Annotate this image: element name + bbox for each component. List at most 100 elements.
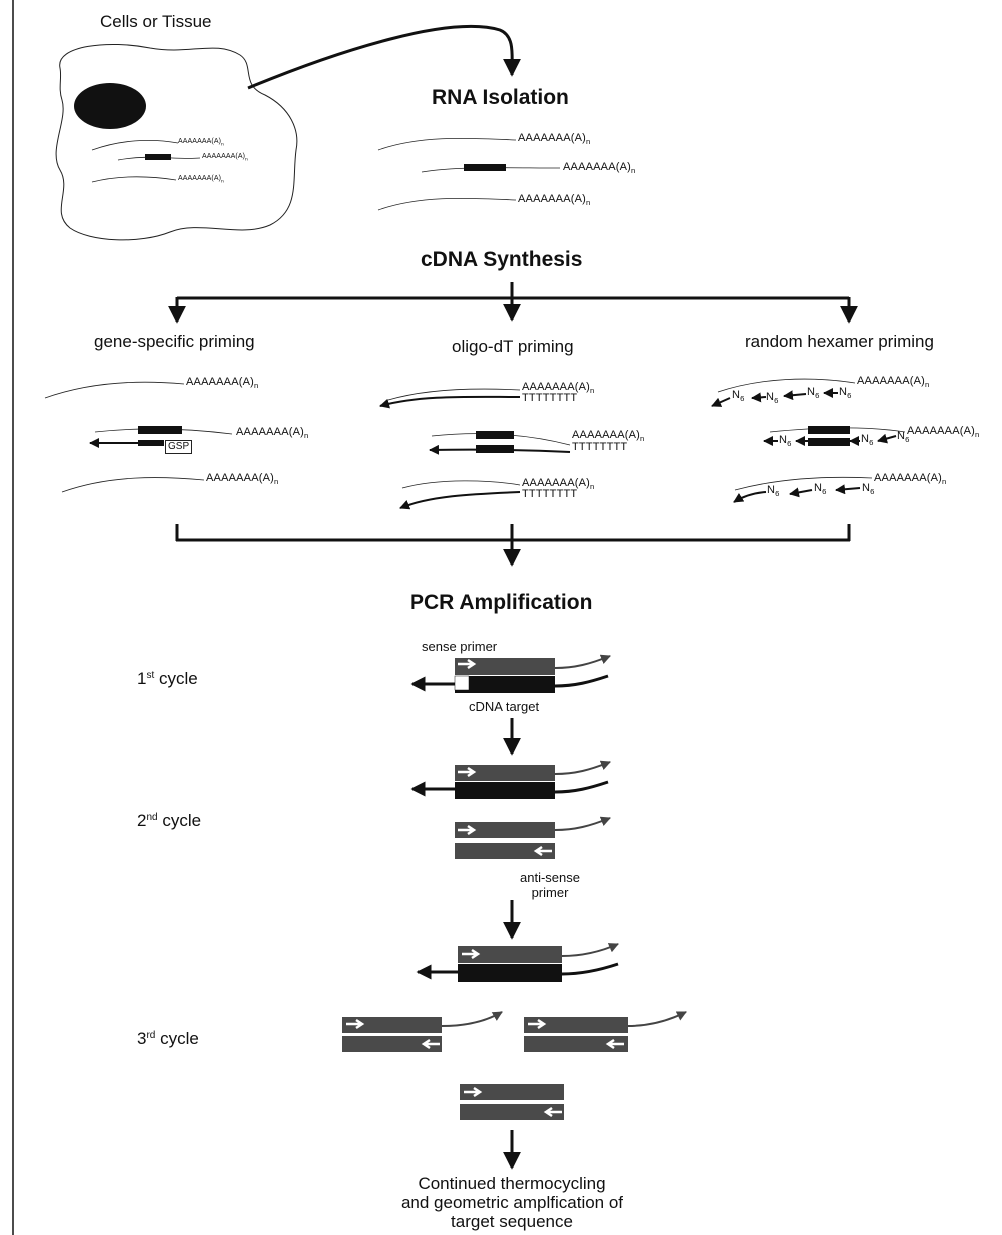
odt-cdna-1 xyxy=(379,395,521,409)
n6-3b: N6 xyxy=(814,482,827,496)
cell-mrna-3 xyxy=(91,176,177,183)
n6-2c-sub: 6 xyxy=(905,435,910,445)
cycle-1-sup: st xyxy=(146,670,155,681)
rh-polya-2-sub: n xyxy=(975,430,980,440)
n6-2c-text: N xyxy=(897,430,906,442)
cycle-1-num: 1 xyxy=(137,669,147,688)
pcr-cycle3-duplex-center xyxy=(416,943,619,982)
n6-1d-text: N xyxy=(839,386,848,398)
odt-polya-1-sub: n xyxy=(590,386,595,396)
rh-polya-2-text: AAAAAAA(A) xyxy=(907,425,976,437)
oligo-dt-label: oligo-dT priming xyxy=(452,337,574,356)
rh-polya-3-text: AAAAAAA(A) xyxy=(874,472,943,484)
arrow-cell-to-rna xyxy=(247,24,522,90)
rna-polya-1: AAAAAAA(A)n xyxy=(518,132,591,146)
rh-polya-3-sub: n xyxy=(942,477,947,487)
rh-polya-1: AAAAAAA(A)n xyxy=(857,375,930,389)
antisense-line1: anti-sense xyxy=(520,870,580,885)
cycle-3-label: 3rd cycle xyxy=(137,1029,199,1049)
rh-cdna-segment xyxy=(808,438,850,446)
n6-2b-sub: 6 xyxy=(869,438,874,448)
conclusion-line3: target sequence xyxy=(451,1212,573,1231)
odt-polya-3-text: AAAAAAA(A) xyxy=(522,477,591,489)
odt-polya-1-text: AAAAAAA(A) xyxy=(522,381,591,393)
cell-mrna-1 xyxy=(91,140,179,151)
gsp-primer-box: GSP xyxy=(165,440,193,454)
n6-1b-sub: 6 xyxy=(774,396,779,406)
rh-polya-1-sub: n xyxy=(925,380,930,390)
rh-target-segment xyxy=(808,426,850,434)
cells-tissue-label: Cells or Tissue xyxy=(100,12,212,31)
gsp-polya-2-sub: n xyxy=(304,431,309,441)
cycle-3-num: 3 xyxy=(137,1029,147,1048)
cell-polya-3: AAAAAAA(A)n xyxy=(178,175,224,184)
n6-2a-sub: 6 xyxy=(787,439,792,449)
n6-3a-sub: 6 xyxy=(775,489,780,499)
gsp-polya-1-text: AAAAAAA(A) xyxy=(186,376,255,388)
rna-polya-1-sub: n xyxy=(586,137,591,147)
conclusion-text: Continued thermocycling and geometric am… xyxy=(362,1174,662,1231)
odt-tttt-1: TTTTTTTT xyxy=(522,392,578,404)
conclusion-line2: and geometric amplfication of xyxy=(400,1193,624,1212)
rna-polya-2: AAAAAAA(A)n xyxy=(563,161,636,175)
odt-polya-3: AAAAAAA(A)n xyxy=(522,477,595,491)
n6-2b-text: N xyxy=(861,433,870,445)
cell-polya-1-sub: n xyxy=(221,142,224,148)
n6-1b: N6 xyxy=(766,391,779,405)
odt-polya-2-text: AAAAAAA(A) xyxy=(572,429,641,441)
odt-polya-1: AAAAAAA(A)n xyxy=(522,381,595,395)
odt-cdna-3 xyxy=(399,491,521,510)
n6-2a: N6 xyxy=(779,434,792,448)
rh-polya-1-text: AAAAAAA(A) xyxy=(857,375,926,387)
gsp-mrna-1 xyxy=(44,381,185,399)
gsp-polya-1: AAAAAAA(A)n xyxy=(186,376,259,390)
cell-outline xyxy=(55,43,298,241)
pcr-cycle3-duplex-right xyxy=(524,1011,687,1052)
pcr-heading: PCR Amplification xyxy=(410,591,593,614)
rh-arrow-3c xyxy=(835,484,861,495)
gsp-polya-1-sub: n xyxy=(254,381,259,391)
n6-3c: N6 xyxy=(862,482,875,496)
sense-primer-label: sense primer xyxy=(422,639,498,654)
odt-polya-2-sub: n xyxy=(640,434,645,444)
rh-mrna-1 xyxy=(717,378,856,393)
antisense-primer-label: anti-sense primer xyxy=(510,870,590,900)
gsp-mrna-3 xyxy=(61,477,205,493)
n6-2a-text: N xyxy=(779,434,788,446)
odt-cdna-2 xyxy=(429,444,571,455)
odt-tttt-2: TTTTTTTT xyxy=(572,441,628,453)
gsp-polya-3-sub: n xyxy=(274,477,279,487)
odt-polya-2: AAAAAAA(A)n xyxy=(572,429,645,443)
rh-polya-3: AAAAAAA(A)n xyxy=(874,472,947,486)
odt-polya-3-sub: n xyxy=(590,482,595,492)
gene-specific-label: gene-specific priming xyxy=(94,332,255,351)
cycle-1-word: cycle xyxy=(154,669,198,688)
rna-polya-2-text: AAAAAAA(A) xyxy=(563,161,632,173)
rna-mrna-3 xyxy=(377,197,517,211)
odt-target-segment xyxy=(476,431,514,439)
rna-target-segment xyxy=(464,164,506,171)
gsp-polya-2-text: AAAAAAA(A) xyxy=(236,426,305,438)
nucleus xyxy=(74,83,146,129)
antisense-line2: primer xyxy=(531,885,569,900)
rna-polya-3-text: AAAAAAA(A) xyxy=(518,193,587,205)
rna-isolation-heading: RNA Isolation xyxy=(432,86,569,109)
odt-tttt-3: TTTTTTTT xyxy=(522,488,578,500)
cell-target-segment xyxy=(145,154,171,160)
gsp-polya-2: AAAAAAA(A)n xyxy=(236,426,309,440)
rna-mrna-1 xyxy=(377,137,517,151)
n6-1a: N6 xyxy=(732,389,745,403)
n6-1b-text: N xyxy=(766,391,775,403)
cell-polya-2-sub: n xyxy=(245,157,248,163)
n6-3b-text: N xyxy=(814,482,823,494)
pcr-cycle3-duplex-bottom xyxy=(460,1084,564,1120)
cdna-synthesis-heading: cDNA Synthesis xyxy=(421,248,583,271)
cell-polya-3-text: AAAAAAA(A) xyxy=(178,175,222,182)
rna-polya-1-text: AAAAAAA(A) xyxy=(518,132,587,144)
cell-polya-1-text: AAAAAAA(A) xyxy=(178,138,222,145)
conclusion-line1: Continued thermocycling xyxy=(418,1174,606,1193)
n6-3a-text: N xyxy=(767,484,776,496)
pcr-cycle1-duplex xyxy=(410,654,611,693)
n6-1a-text: N xyxy=(732,389,741,401)
